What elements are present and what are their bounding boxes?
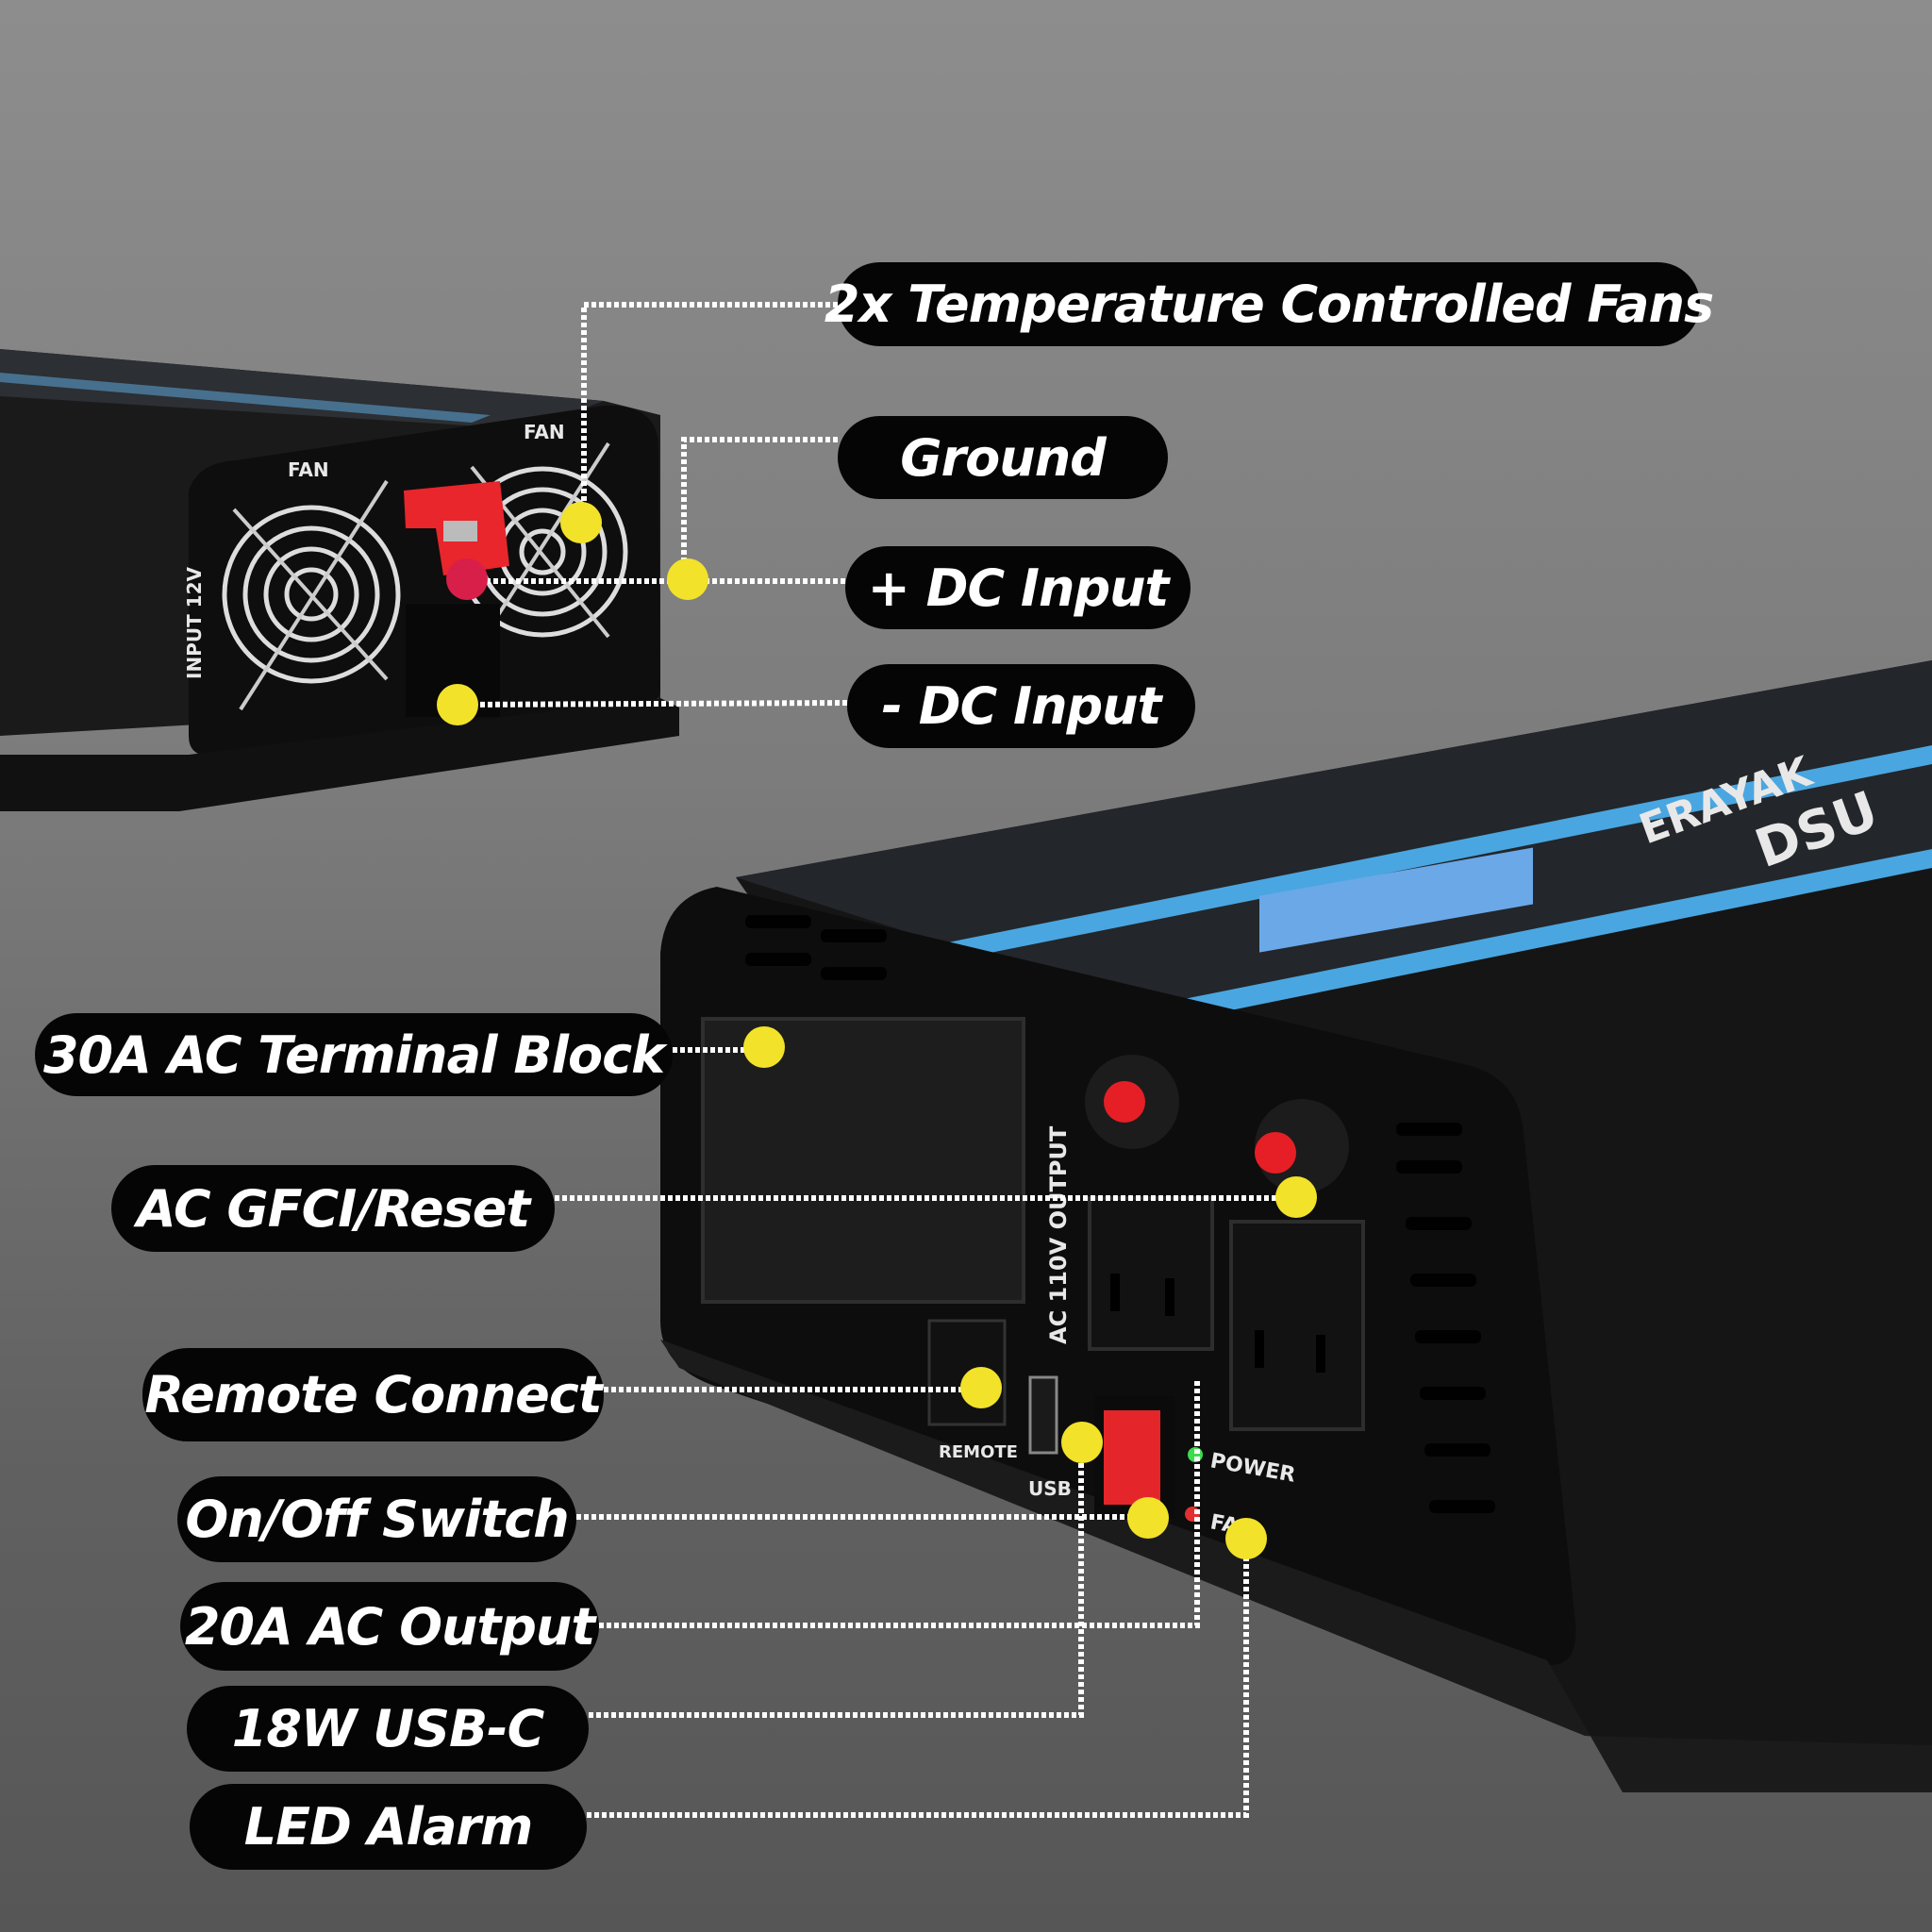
marker-dc-positive [446,558,488,600]
lcd-display [1259,847,1533,953]
leader-ac-output [599,1380,1200,1628]
marker-remote [960,1367,1002,1408]
ac-output-label: AC 110V OUTPUT [1045,1125,1072,1344]
fan-grille-left [222,505,401,684]
callout-led-alarm: LED Alarm [190,1784,587,1870]
marker-dc-negative [437,684,478,725]
leader-fans [581,302,838,523]
front-inverter: ERAYAK DSU AC 110V OUTPUT REMOTE USB POW… [660,660,1932,1792]
markers [437,502,1317,1559]
remote-label: REMOTE [939,1442,1018,1462]
usb-port [1028,1375,1058,1455]
callout-fans: 2x Temperature Controlled Fans [824,262,1714,346]
marker-switch [1127,1497,1169,1539]
marker-ground [667,558,708,600]
marker-usb-c [1061,1422,1103,1463]
fan-label-left: FAN [288,458,329,481]
callout-terminal-block: 30A AC Terminal Block [35,1013,673,1096]
fan-label-right: FAN [524,421,565,443]
leader-ground [681,437,838,579]
input-voltage-label: INPUT 12V [183,566,206,679]
callout-switch: On/Off Switch [177,1476,576,1562]
callout-dc-negative: - DC Input [847,664,1195,748]
leader-dc-negative [457,700,848,708]
callout-dc-positive: + DC Input [845,546,1191,629]
marker-terminal-block [743,1026,785,1068]
rear-inverter: FAN FAN INPUT 12V [0,349,679,811]
ac-outlet-1 [1088,1196,1214,1351]
callout-gfci: AC GFCI/Reset [111,1165,555,1252]
ac-outlet-2 [1229,1220,1365,1431]
leader-led-alarm [587,1539,1249,1818]
callout-ground: Ground [838,416,1168,499]
usb-label: USB [1028,1477,1072,1500]
marker-fans [560,502,602,543]
marker-led-alarm [1225,1518,1267,1559]
callout-usb-c: 18W USB-C [187,1686,589,1772]
leader-lines [457,302,1296,1818]
leader-usb-c [589,1442,1084,1718]
callout-remote: Remote Connect [142,1348,604,1441]
marker-gfci [1275,1176,1317,1218]
callout-ac-output: 20A AC Output [180,1582,599,1671]
